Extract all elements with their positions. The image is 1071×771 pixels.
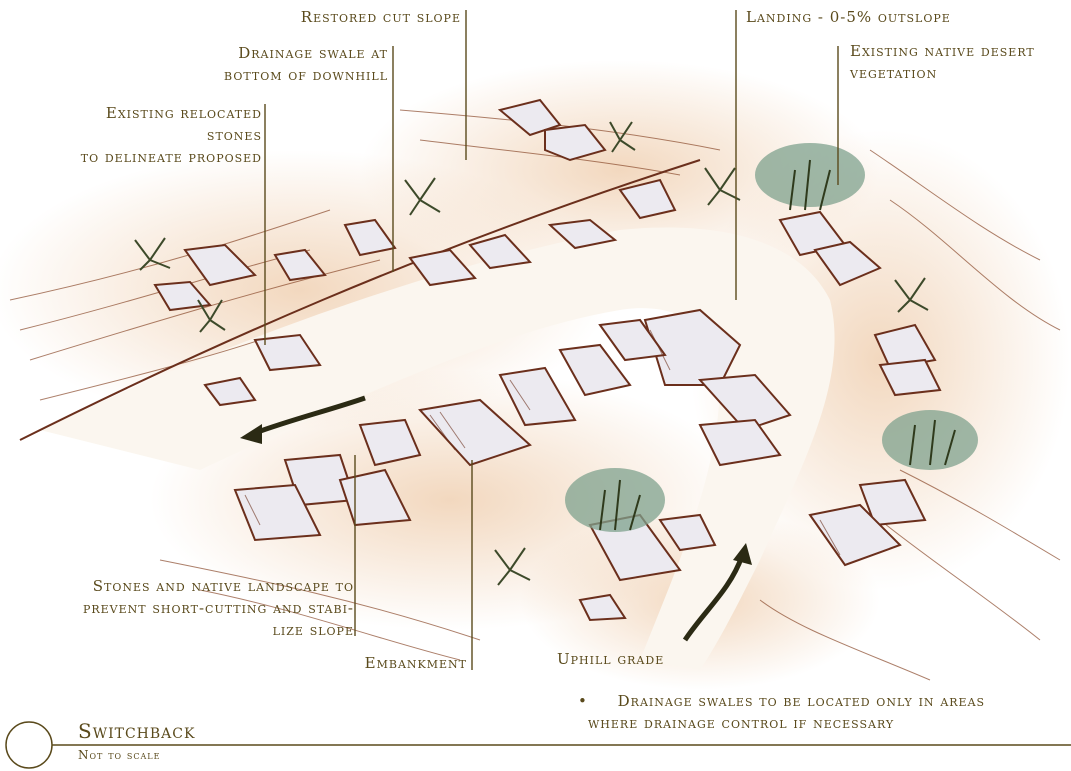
label-uphill-grade: Uphill grade <box>557 648 664 670</box>
native-shrub <box>755 143 865 207</box>
drawing-title: Switchback <box>78 720 195 742</box>
label-line: Drainage swale at <box>224 42 388 64</box>
label-line: vegetation <box>850 62 1035 84</box>
drainage-note: • Drainage swales to be located only in … <box>578 690 985 734</box>
label-line: stones <box>81 124 262 146</box>
title-circle <box>6 722 52 768</box>
label-native-vegetation: Existing native desert vegetation <box>850 40 1035 84</box>
title-block: Switchback Not to scale <box>78 720 195 766</box>
note-text: Drainage swales to be located only in ar… <box>618 692 985 710</box>
label-stones-native-landscape: Stones and native landscape to prevent s… <box>83 575 354 641</box>
note-line: where drainage control if necessary <box>588 712 985 734</box>
drawing-scale-note: Not to scale <box>78 744 195 766</box>
label-line: Existing relocated <box>81 102 262 124</box>
label-line: prevent short-cutting and stabi- <box>83 597 354 619</box>
label-line: bottom of downhill <box>224 64 388 86</box>
label-line: lize slope <box>83 619 354 641</box>
label-line: Stones and native landscape to <box>83 575 354 597</box>
note-line: • Drainage swales to be located only in … <box>578 690 985 712</box>
note-bullet: • <box>578 692 588 710</box>
label-line: Existing native desert <box>850 40 1035 62</box>
label-line: to delineate proposed <box>81 146 262 168</box>
label-landing: Landing - 0-5% outslope <box>746 6 951 28</box>
label-restored-cut-slope: Restored cut slope <box>301 6 461 28</box>
label-relocated-stones: Existing relocated stones to delineate p… <box>81 102 262 168</box>
label-embankment: Embankment <box>365 652 467 674</box>
label-drainage-swale: Drainage swale at bottom of downhill <box>224 42 388 86</box>
